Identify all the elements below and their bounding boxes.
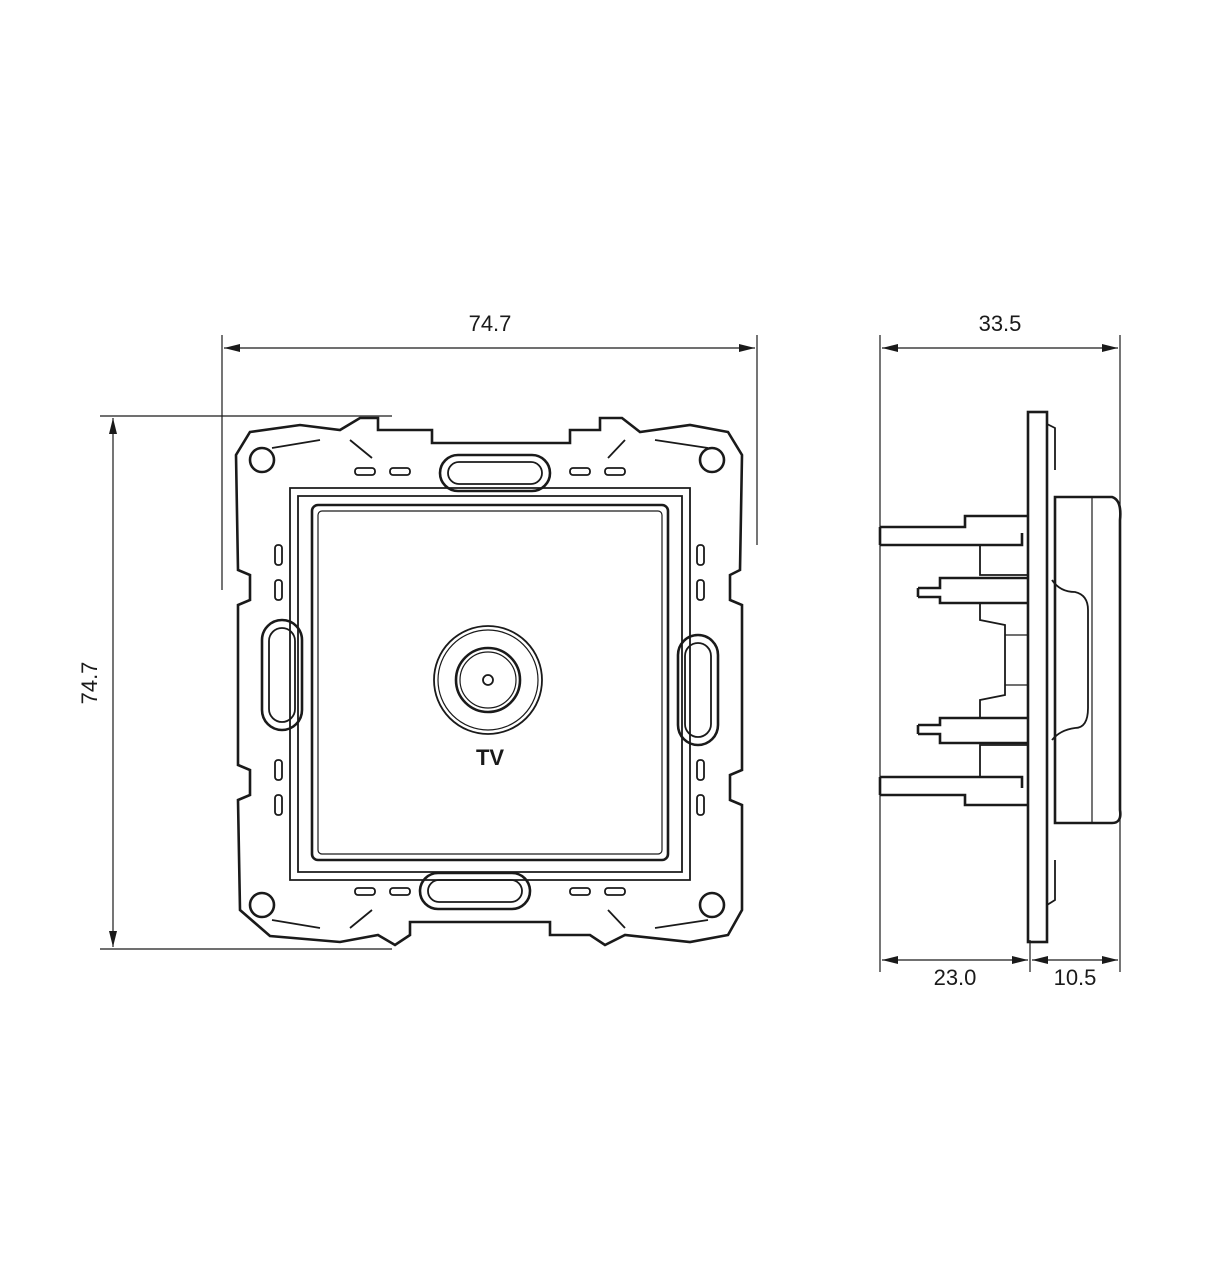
side-mounting-plate <box>1026 410 1049 944</box>
mounting-frame <box>234 416 744 947</box>
side-total-depth-label: 33.5 <box>979 311 1022 336</box>
corner-screw-hole <box>248 891 276 919</box>
side-partial-depth-dimensions: 23.0 10.5 <box>882 940 1118 990</box>
front-width-dimension: 74.7 <box>221 311 758 590</box>
side-back-leg <box>878 775 1028 807</box>
tv-coax-socket <box>433 625 543 735</box>
corner-screw-hole <box>698 446 726 474</box>
side-pin <box>916 716 1028 745</box>
side-total-depth-dimension: 33.5 <box>879 311 1121 972</box>
side-view <box>878 410 1122 944</box>
side-front-depth-label: 10.5 <box>1054 965 1097 990</box>
cover-plate <box>310 503 670 862</box>
front-height-label: 74.7 <box>77 662 102 705</box>
front-width-label: 74.7 <box>469 311 512 336</box>
front-height-dimension: 74.7 <box>77 415 392 950</box>
slot-right <box>676 633 720 747</box>
side-back-leg <box>878 514 1028 547</box>
socket-label: TV <box>476 745 504 770</box>
side-pin <box>916 576 1028 605</box>
corner-screw-hole <box>248 446 276 474</box>
corner-screw-hole <box>698 891 726 919</box>
side-back-depth-label: 23.0 <box>934 965 977 990</box>
slot-top <box>438 453 552 493</box>
slot-left <box>260 618 304 732</box>
slot-bottom <box>418 871 532 911</box>
side-cover <box>1053 495 1122 825</box>
